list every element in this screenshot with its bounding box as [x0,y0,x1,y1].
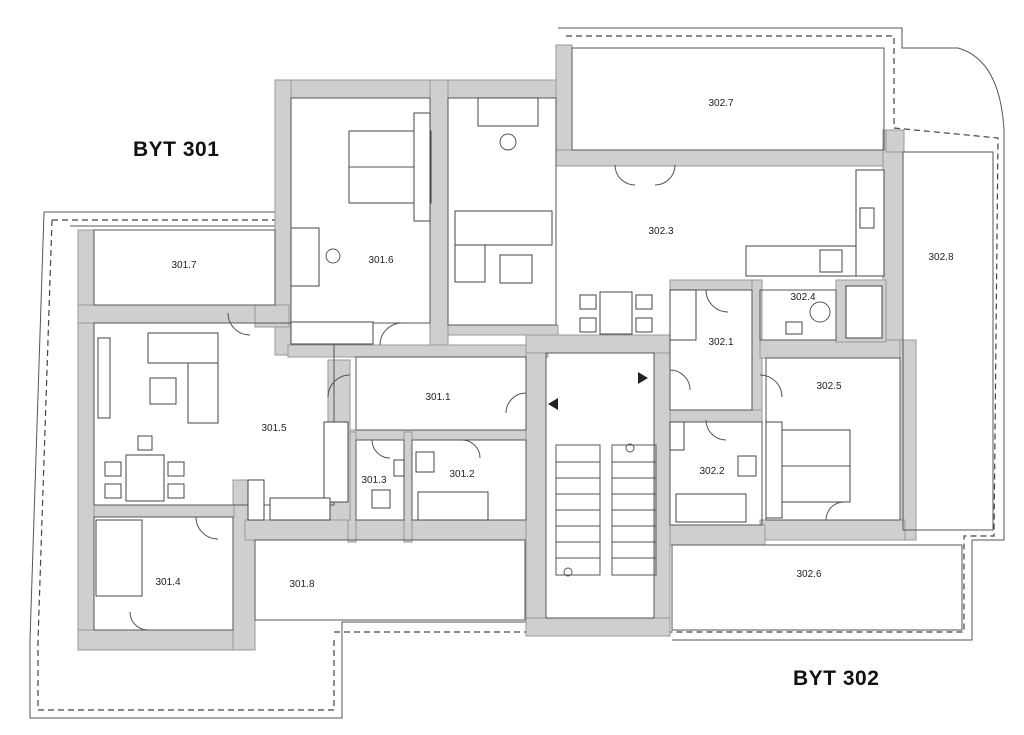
room-label-302-3: 302.3 [648,226,673,237]
stairs [548,372,657,577]
walls [77,44,917,651]
room-label-302-4: 302.4 [790,292,815,303]
furniture [95,97,885,597]
apartment-label-302: BYT 302 [793,667,880,690]
terrace-outlines [29,27,1005,719]
room-label-301-1: 301.1 [425,392,450,403]
room-label-301-4: 301.4 [155,577,180,588]
room-label-301-5: 301.5 [261,423,286,434]
room-label-302-7: 302.7 [708,98,733,109]
room-label-302-5: 302.5 [816,381,841,392]
room-label-301-7: 301.7 [171,260,196,271]
room-label-301-8: 301.8 [289,579,314,590]
room-label-302-1: 302.1 [708,337,733,348]
room-labels: 301.1 301.2 301.3 301.4 301.5 301.6 301.… [155,98,953,590]
room-label-301-3: 301.3 [361,475,386,486]
room-label-301-6: 301.6 [368,255,393,266]
apartment-label-301: BYT 301 [133,138,220,161]
room-label-301-2: 301.2 [449,469,474,480]
room-label-302-6: 302.6 [796,569,821,580]
room-label-302-2: 302.2 [699,466,724,477]
room-label-302-8: 302.8 [928,252,953,263]
doors [129,164,845,631]
